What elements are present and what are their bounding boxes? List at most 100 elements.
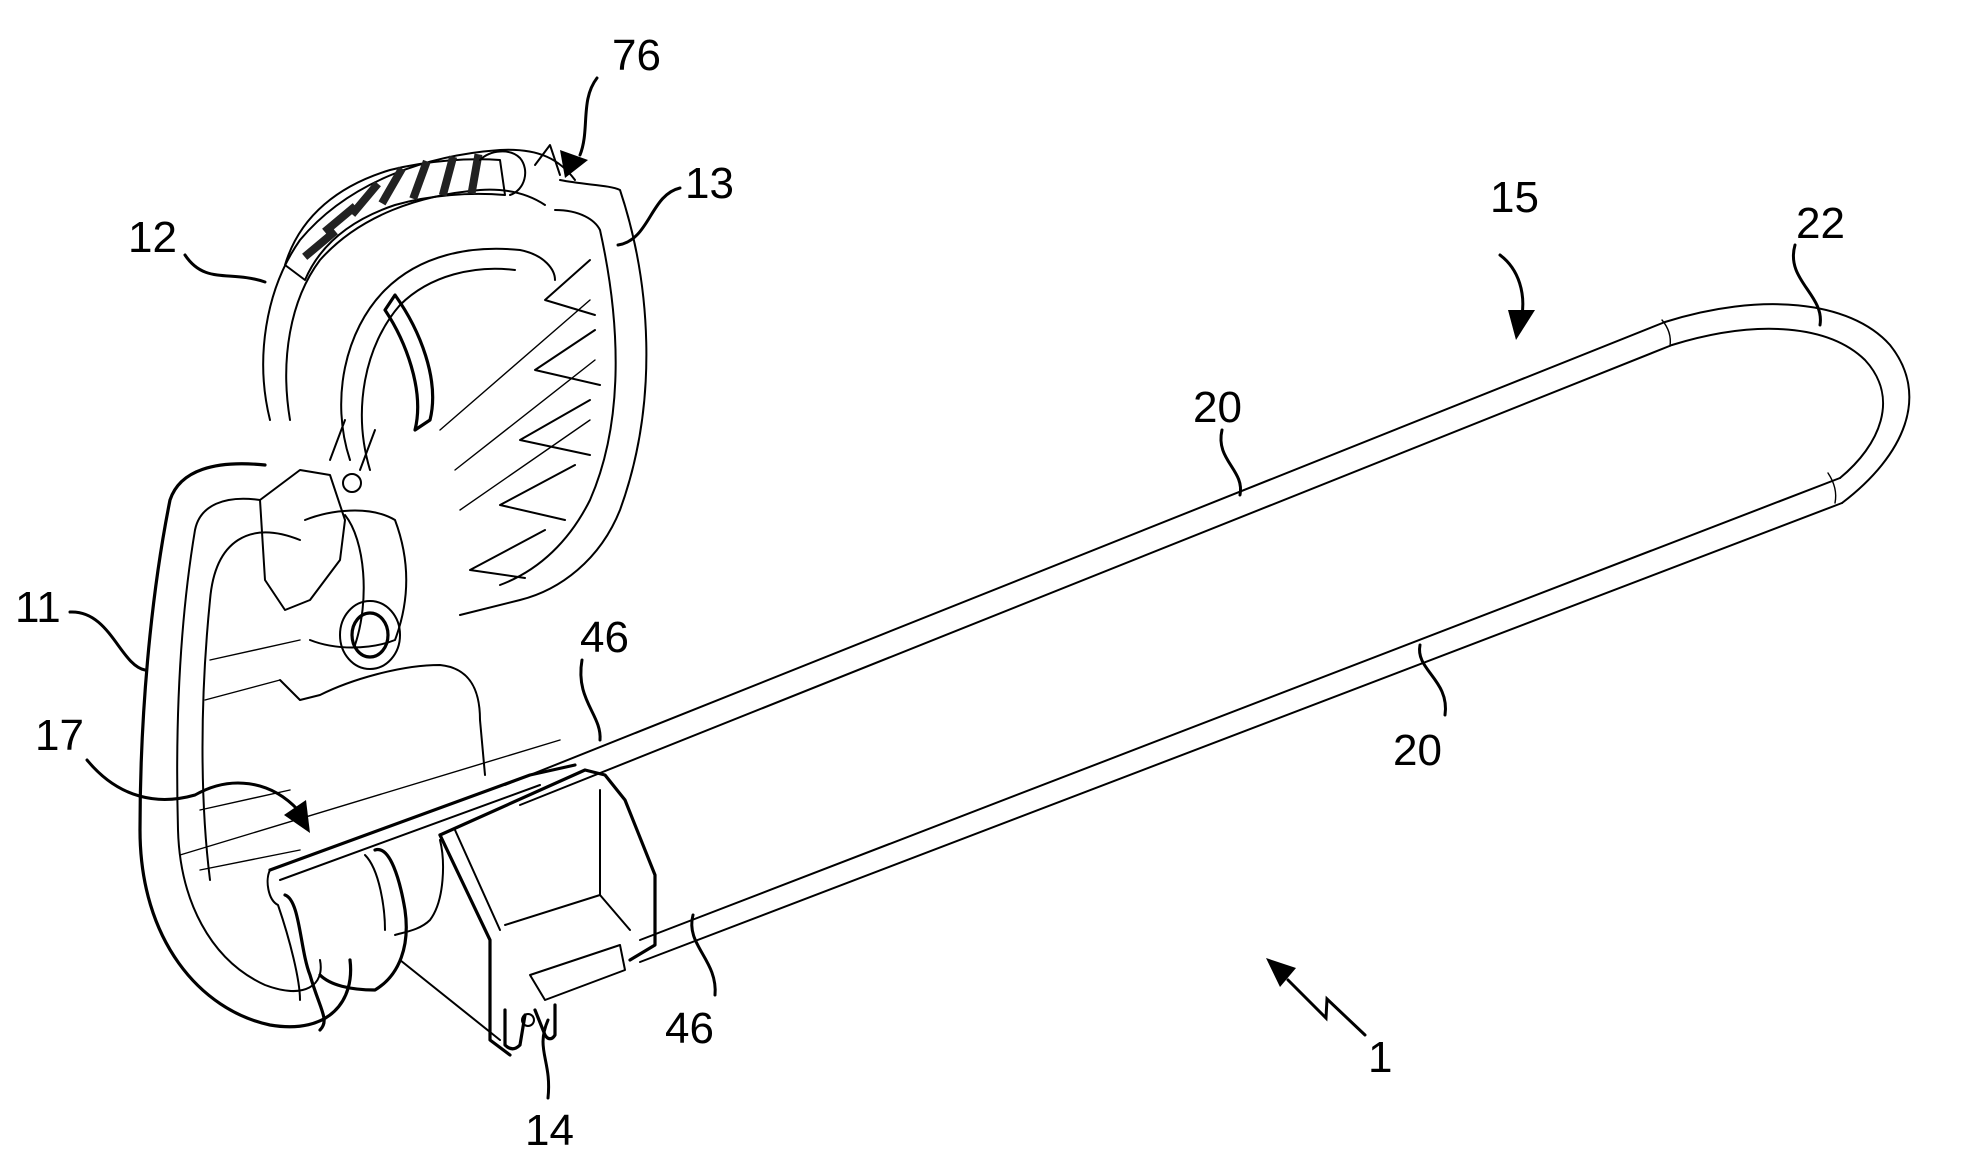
leader-20-upper [1219, 428, 1243, 497]
leader-14 [541, 1018, 551, 1100]
housing-rib [519, 399, 591, 456]
base-clip [503, 1003, 557, 1051]
grip-bar [302, 228, 338, 260]
ref-46-lower: 46 [665, 1004, 714, 1053]
mount-arm [279, 664, 486, 776]
channel-line [179, 739, 561, 856]
pivot-mechanism [259, 419, 486, 776]
ref-17: 17 [35, 711, 84, 760]
ref-22: 22 [1796, 199, 1845, 248]
bracket-box-floor [529, 944, 626, 1001]
ref-20-upper: 20 [1193, 383, 1242, 432]
bracket-hook-mid [318, 848, 408, 992]
rod-curved-end-outer [1664, 303, 1911, 504]
grip-pattern [284, 153, 506, 281]
housing-rib [544, 259, 596, 316]
arrowhead-15-icon [1508, 310, 1535, 340]
ref-20-lower: 20 [1393, 726, 1442, 775]
rod-lower-leg-outer [639, 477, 1841, 941]
leader-20-lower [1418, 643, 1447, 717]
ref-76: 76 [612, 31, 661, 80]
housing-diag [454, 359, 596, 471]
ref-11: 11 [15, 583, 61, 632]
grip-bar [467, 153, 483, 195]
grip-bar [378, 166, 406, 206]
ref-1: 1 [1368, 1033, 1392, 1082]
pivot-drum-ring [344, 514, 365, 646]
ref-14: 14 [525, 1106, 574, 1155]
housing-diag [459, 419, 591, 511]
base-clip-hole [521, 1013, 535, 1027]
leader-1 [1286, 978, 1367, 1037]
pivot-link [329, 419, 376, 471]
pivot-drum [304, 509, 408, 649]
bracket-hook-left [283, 893, 326, 1032]
arrowhead-1-icon [1266, 958, 1296, 987]
bracket-tongue-left [266, 869, 301, 1001]
leader-12 [183, 253, 267, 284]
leader-13 [616, 186, 682, 247]
ref-13: 13 [685, 159, 734, 208]
arrowhead-17-icon [284, 800, 310, 833]
clamp-ring-inner2 [360, 267, 516, 471]
grip-bar [322, 203, 358, 235]
leader-76 [578, 76, 599, 157]
grip-bar [409, 159, 431, 201]
arrowhead-76-icon [560, 150, 588, 178]
clamp-ring-mid [285, 188, 546, 421]
grip-bar [438, 155, 458, 197]
housing-rib [534, 329, 601, 386]
leader-11 [68, 610, 147, 672]
housing-inner [499, 209, 617, 586]
leaders [68, 76, 1822, 1100]
rod-seam-lower [1827, 472, 1837, 504]
pivot-eye-outer [339, 600, 401, 670]
grip-outline [284, 158, 506, 281]
hook-frame [138, 462, 561, 1029]
hook-frame-inner [176, 497, 322, 992]
clamp-ring-inner [340, 247, 556, 461]
pivot-eye [350, 611, 390, 659]
bracket-hook-mid-inner [364, 854, 386, 931]
reference-numerals: 76 13 12 15 22 20 20 11 46 46 17 14 1 [15, 31, 1845, 1155]
ref-12: 12 [128, 213, 177, 262]
top-notch [534, 144, 561, 176]
hook-frame-inner2 [201, 531, 301, 881]
rod-lower-leg-inner [639, 502, 1843, 963]
top-knob [479, 150, 527, 196]
clamp-ring-outer [262, 148, 576, 421]
rod-assembly [504, 303, 1911, 963]
clamp-lens [383, 293, 435, 432]
bracket-box-left [454, 829, 501, 931]
rod-seam-upper [1661, 319, 1672, 347]
leader-15 [1498, 253, 1525, 317]
housing-outer [459, 179, 648, 616]
bracket-box-back [504, 789, 631, 931]
ref-15: 15 [1490, 173, 1539, 222]
bracket-box-top [438, 768, 657, 962]
hook-frame-rib1 [209, 639, 301, 661]
ref-46-upper: 46 [580, 613, 629, 662]
bracket-hook-right [394, 839, 444, 936]
grip-bar [349, 181, 381, 217]
housing-diag [439, 299, 591, 431]
bracket-box-front [438, 833, 512, 1057]
rod-upper-leg-inner [519, 344, 1673, 806]
hook-frame-rib4 [199, 849, 301, 871]
housing-rib [499, 464, 576, 521]
clamp-ring [262, 144, 576, 471]
bracket-top-edge [268, 763, 577, 872]
rod-upper-leg-outer [504, 321, 1666, 786]
hook-frame-outer [138, 462, 353, 1029]
leader-46-upper [579, 658, 602, 742]
pivot-pin [342, 473, 362, 493]
rear-housing [439, 179, 648, 616]
leader-17 [85, 758, 300, 812]
leader-46-lower [690, 913, 717, 997]
housing-rib [469, 529, 546, 579]
leader-22 [1791, 243, 1822, 327]
bracket-top-edge-inner [279, 784, 541, 881]
rod-curved-end-inner [1671, 327, 1884, 479]
bracket-base-slope [399, 959, 501, 1041]
